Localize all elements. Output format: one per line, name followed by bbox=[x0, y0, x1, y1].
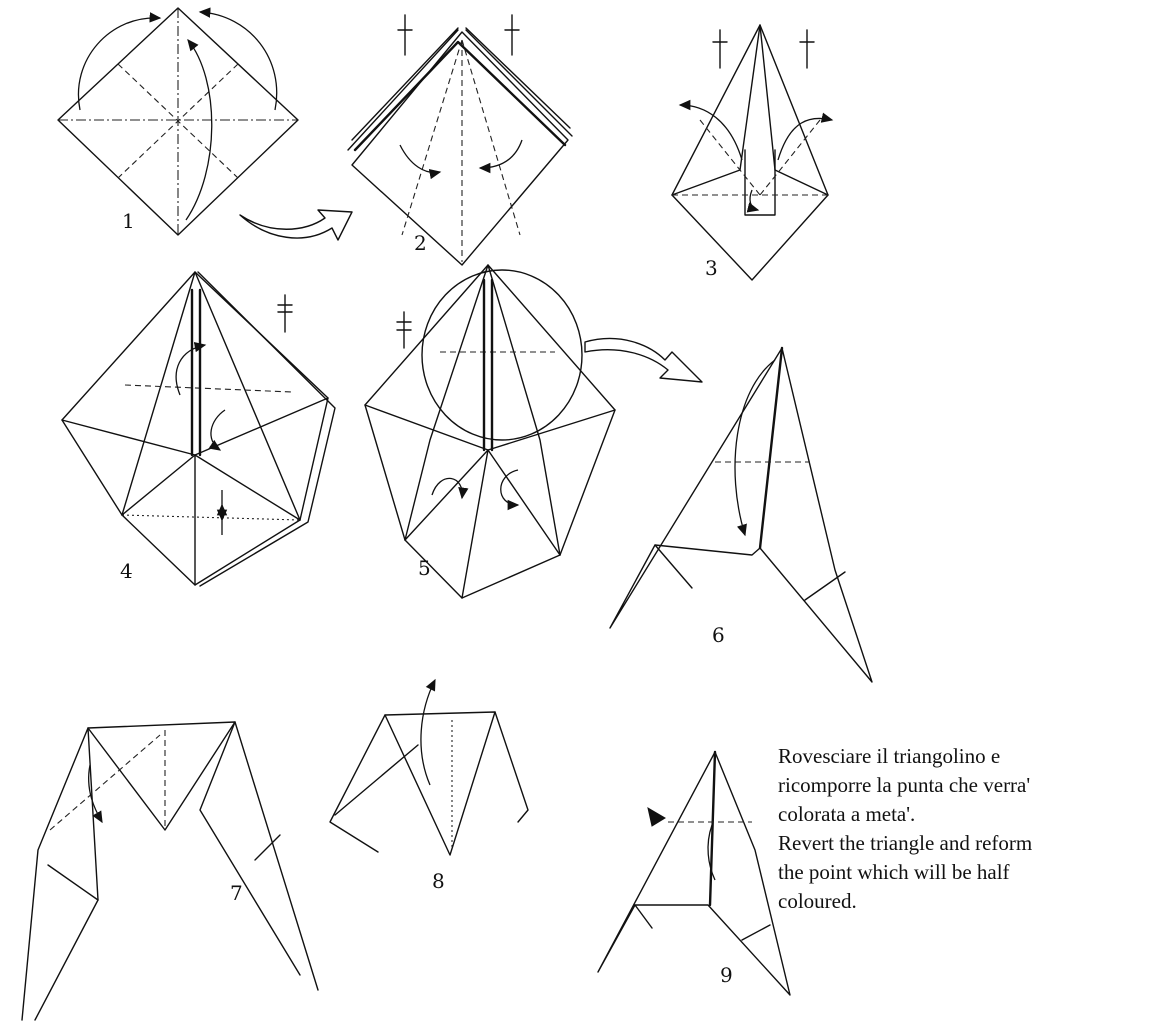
step-3-figure bbox=[671, 24, 834, 281]
step-1-figure bbox=[57, 7, 299, 236]
step-5-figure bbox=[364, 264, 616, 599]
step-2-number: 2 bbox=[414, 231, 427, 255]
step-2-figure bbox=[347, 14, 573, 266]
step-5-number: 5 bbox=[418, 556, 431, 580]
step-1-number: 1 bbox=[122, 209, 135, 233]
step-6-number: 6 bbox=[712, 623, 725, 647]
caption-english-line-1: Revert the triangle and reform bbox=[778, 831, 1033, 855]
step-9-figure bbox=[597, 750, 791, 996]
step-9-number: 9 bbox=[720, 963, 733, 987]
step-7-figure bbox=[21, 721, 319, 1021]
caption-italian-line-3: colorata a meta'. bbox=[778, 802, 916, 826]
step-8-number: 8 bbox=[432, 869, 445, 893]
caption-italian-line-2: ricomporre la punta che verra' bbox=[778, 773, 1031, 797]
transition-arrow-5-6 bbox=[584, 337, 703, 383]
step-7-number: 7 bbox=[230, 881, 243, 905]
step-4-figure bbox=[61, 271, 336, 587]
step-8-figure bbox=[329, 678, 529, 856]
transition-arrow-1-2 bbox=[239, 209, 353, 241]
caption-english-line-2: the point which will be half bbox=[778, 860, 1010, 884]
caption-english-line-3: coloured. bbox=[778, 889, 857, 913]
caption-italian-line-1: Rovesciare il triangolino e bbox=[778, 744, 1001, 768]
step-6-figure bbox=[609, 346, 873, 683]
instruction-caption: Rovesciare il triangolino e ricomporre l… bbox=[778, 742, 1150, 916]
step-3-number: 3 bbox=[705, 256, 718, 280]
step-4-number: 4 bbox=[120, 559, 133, 583]
